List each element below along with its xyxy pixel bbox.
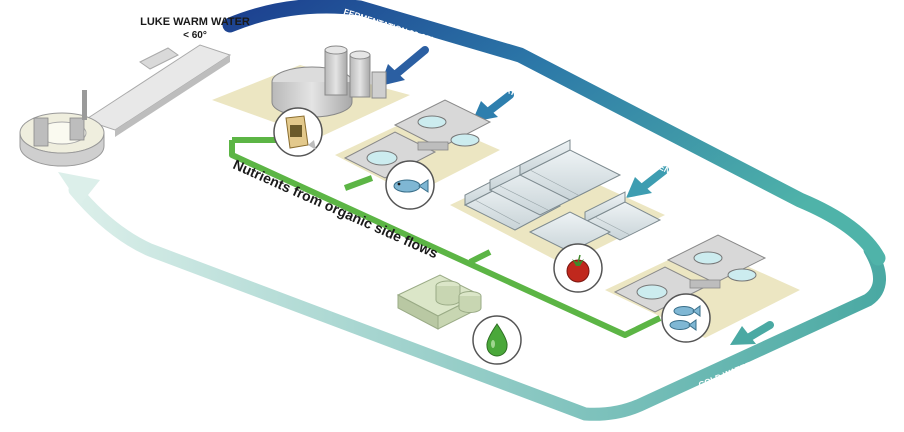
label-greenhouse: GREEN HOUSE HYDROPONICS 18-22° <box>641 153 784 235</box>
tomato-icon <box>553 243 603 293</box>
branch-arrow-greenhouse <box>638 166 669 192</box>
fish-icon <box>385 160 435 210</box>
branch-arrow-cold-water <box>744 321 774 342</box>
greenhouse-station <box>450 139 665 265</box>
return-arrow-head <box>58 172 100 205</box>
two-fish-icon <box>661 293 711 343</box>
heat-source-plant <box>19 44 232 167</box>
cold-water-station <box>605 234 800 338</box>
nutrient-station <box>396 274 482 330</box>
fermentation-station <box>212 45 410 138</box>
warm-water-station <box>335 99 500 195</box>
branch-arrow-fermentation <box>391 46 429 79</box>
heat-flow-arrow <box>222 0 886 345</box>
feed-bag-icon <box>273 107 323 157</box>
water-drop-icon <box>472 315 522 365</box>
source-label: LUKE WARM WATER <box>140 16 250 28</box>
return-flow-arrow <box>58 172 886 421</box>
source-sublabel: < 60° <box>183 30 207 41</box>
branch-arrow-warm-water <box>484 91 514 116</box>
label-cold-water: COLD WATER SPECIES 10-18° <box>697 334 816 390</box>
